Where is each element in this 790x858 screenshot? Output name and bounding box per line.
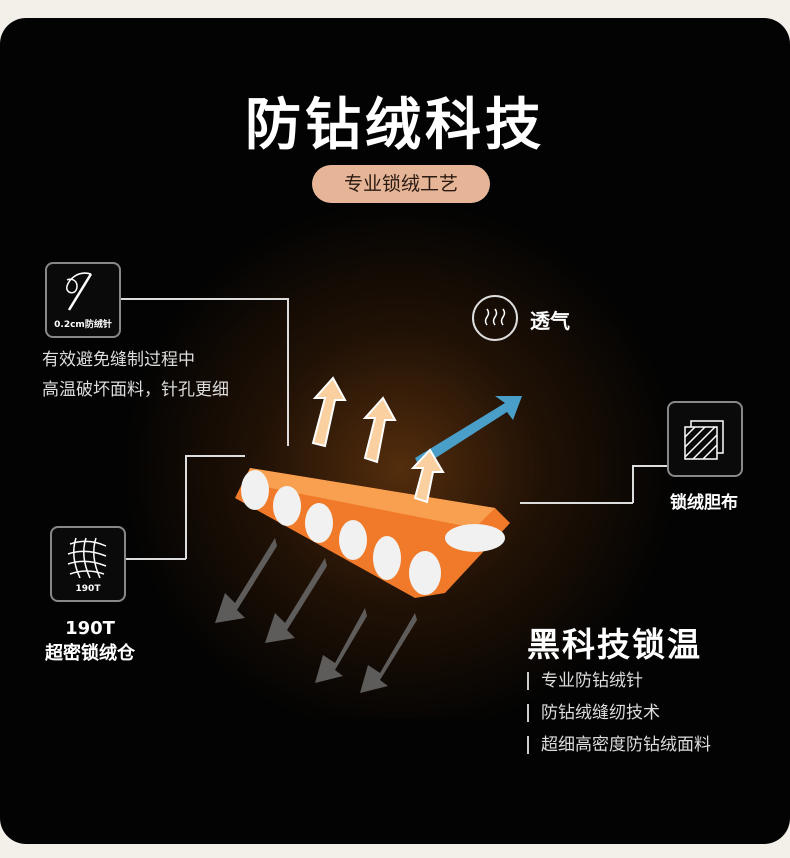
liner-fabric-box [667, 401, 743, 477]
needle-description: 有效避免缝制过程中 高温破坏面料，针孔更细 [42, 345, 229, 405]
desc-line: 高温破坏面料，针孔更细 [42, 380, 229, 400]
connector-line [632, 465, 634, 503]
needle-caption: 0.2cm防绒针 [54, 320, 112, 330]
breathable-icon [472, 295, 518, 341]
connector-line [185, 455, 245, 457]
desc-line: 有效避免缝制过程中 [42, 350, 195, 370]
needle-icon [66, 272, 93, 311]
tech-item: 超细高密度防钻绒面料 [527, 736, 711, 754]
chamber-label: 190T 超密锁绒仓 [30, 616, 150, 666]
connector-line [126, 558, 186, 560]
craft-badge: 专业锁绒工艺 [312, 165, 490, 203]
fabric-layers-icon [684, 420, 724, 460]
connector-line [121, 298, 288, 300]
fabric-illustration [215, 376, 522, 693]
background-glow [120, 198, 680, 718]
breathable-label: 透气 [530, 309, 570, 333]
product-feature-card: 防钻绒科技 专业锁绒工艺 0.2cm防绒针 有效避免缝制过程中 高温破坏面料，针… [0, 18, 790, 844]
connector-line [185, 455, 187, 559]
weave-icon [67, 537, 107, 579]
tech-item: 专业防钻绒针 [527, 672, 643, 690]
tech-heading: 黑科技锁温 [527, 625, 702, 664]
chamber-label-line: 190T [65, 618, 115, 639]
connector-line [632, 465, 667, 467]
tech-item: 防钻绒缝纫技术 [527, 704, 660, 722]
liner-fabric-label: 锁绒胆布 [670, 493, 738, 513]
chamber-label-line: 超密锁绒仓 [45, 643, 135, 664]
chamber-feature-box: 190T [50, 526, 126, 602]
chamber-caption: 190T [75, 584, 101, 594]
connector-line [520, 502, 633, 504]
needle-feature-box: 0.2cm防绒针 [45, 262, 121, 338]
page-title: 防钻绒科技 [245, 93, 545, 158]
connector-line [287, 298, 289, 446]
